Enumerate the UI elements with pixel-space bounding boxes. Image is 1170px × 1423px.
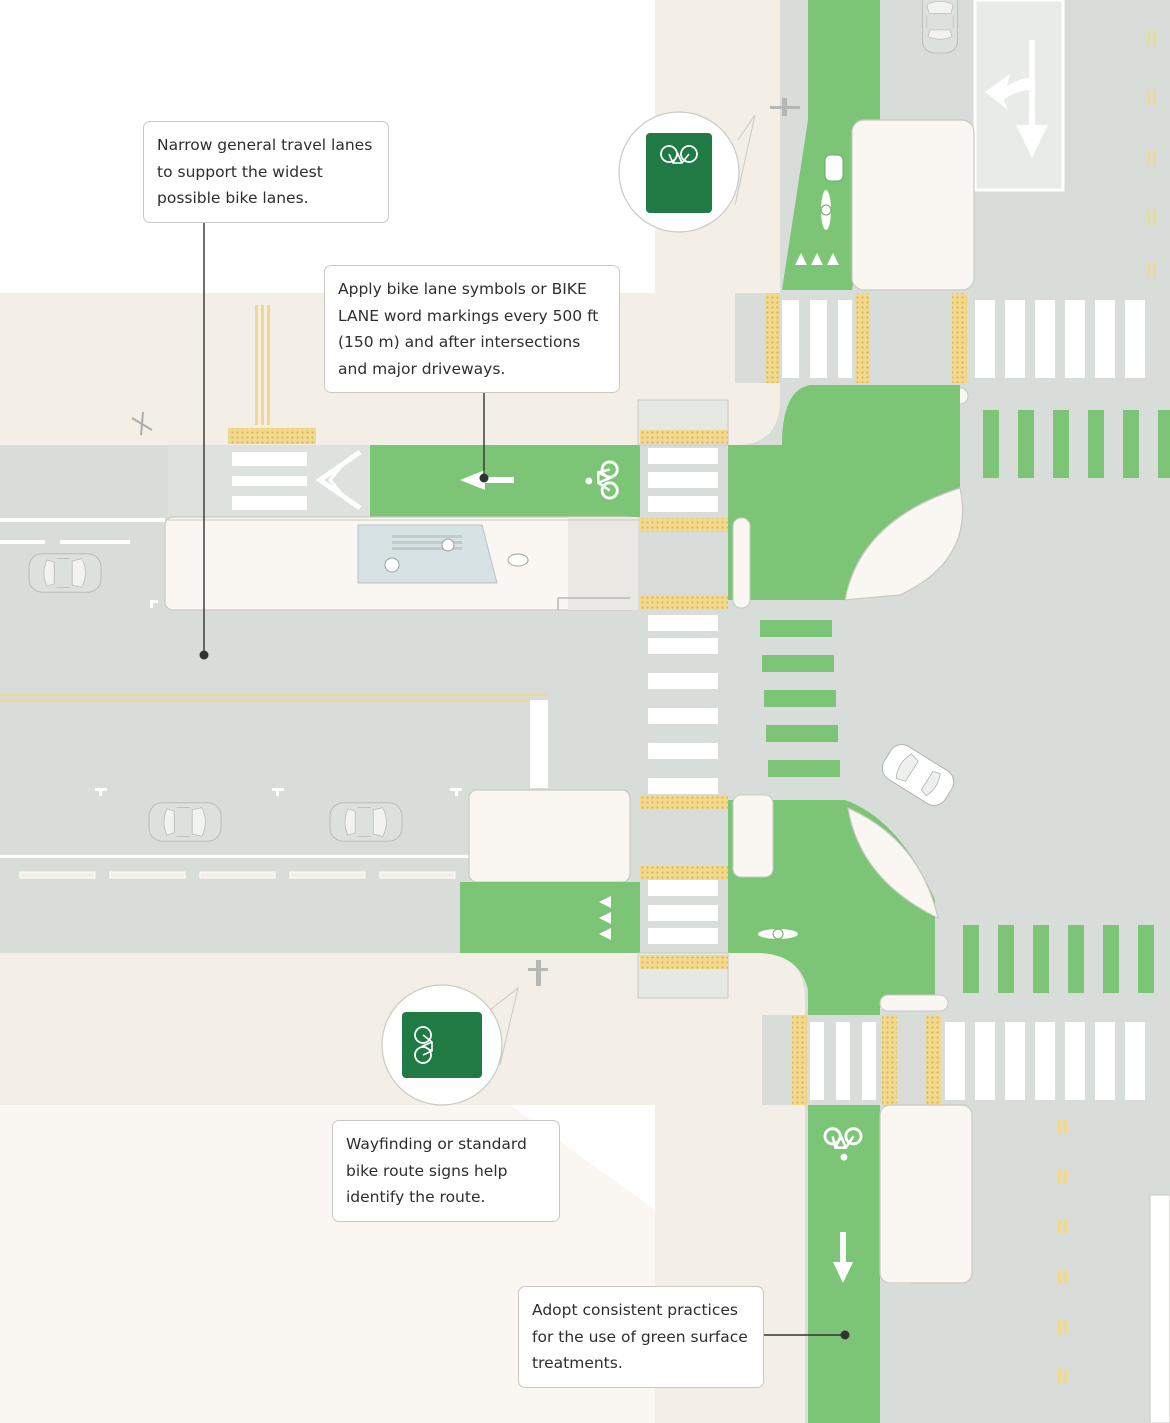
callout-travel-lanes: Narrow general travel lanes to support t… <box>143 121 389 223</box>
callout-wayfinding: Wayfinding or standard bike route signs … <box>332 1120 560 1222</box>
cyclist-icon <box>820 190 832 230</box>
callout-green-surface: Adopt consistent practices for the use o… <box>518 1286 764 1388</box>
callout-lane-symbols: Apply bike lane symbols or BIKE LANE wor… <box>324 265 620 393</box>
cyclist-icon <box>758 928 798 940</box>
